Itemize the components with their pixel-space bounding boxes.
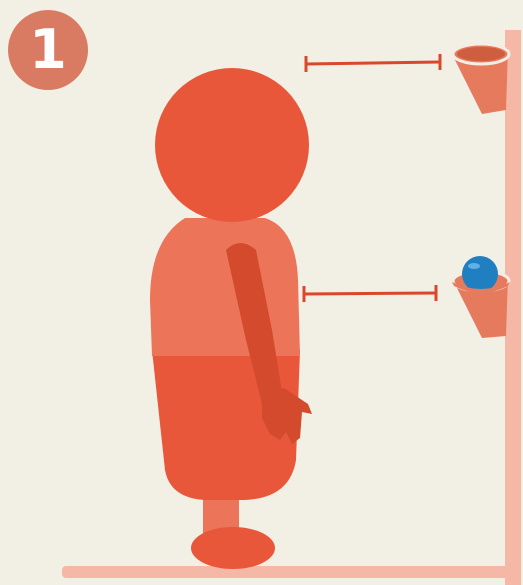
cup-with-ball-icon: [452, 256, 510, 338]
person-head: [155, 68, 309, 222]
blue-ball-icon: [462, 256, 498, 292]
wall: [505, 30, 521, 585]
person-torso: [150, 218, 300, 356]
person-shoe: [191, 527, 275, 569]
floor: [62, 566, 517, 578]
measure-line-top: [306, 54, 440, 72]
measure-line-bottom: [304, 285, 436, 302]
empty-cup-icon: [453, 44, 509, 114]
person-figure: [150, 68, 312, 569]
